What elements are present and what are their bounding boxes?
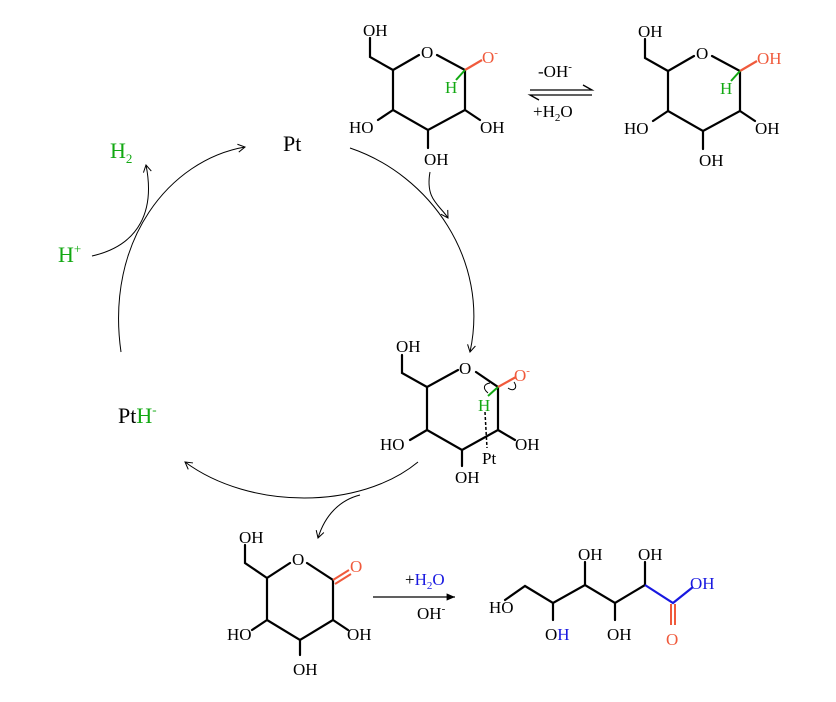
anomeric-h: H: [445, 78, 457, 97]
oh-label: OH: [515, 435, 540, 454]
h2-label: H2: [110, 138, 132, 166]
ring-oxygen: O: [421, 43, 433, 62]
pt-hydride-transfer-intermediate: O OH O- H Pt HO OH OH: [380, 337, 540, 487]
anomeric-h: H: [720, 79, 732, 98]
water-label: +H2O: [405, 570, 445, 592]
carboxyl-oh-label: OH: [690, 574, 715, 593]
pt-surface-label: Pt: [482, 449, 496, 468]
glucose: O OH OH H HO OH OH: [624, 22, 782, 170]
oh-label: OH: [480, 118, 505, 137]
ho-label: HO: [349, 118, 374, 137]
gluconolactone: O OH O HO OH OH: [227, 528, 372, 679]
ring-oxygen: O: [696, 44, 708, 63]
glucose-alkoxide: O OH O- H HO OH OH: [349, 21, 505, 169]
oh-label: OH: [607, 625, 632, 644]
cycle-arrow-right: [349, 147, 476, 353]
deprotonation-equilibrium: -OH- +H2O: [527, 61, 595, 124]
oh-label: OH: [699, 151, 724, 170]
oh-label: OH: [424, 150, 449, 169]
oh-label: OH: [638, 22, 663, 41]
gluconic-acid: HO OH OH OH OH OH O: [489, 545, 715, 649]
ring-oxygen: O: [292, 550, 304, 569]
cycle-arrow-bottom: [184, 461, 419, 499]
anomeric-oh-label: OH: [757, 49, 782, 68]
ho-label: HO: [624, 119, 649, 138]
oh-label: OH: [455, 468, 480, 487]
oh-label: OH: [545, 625, 570, 644]
hydrolysis-step: +H2O OH-: [373, 570, 455, 623]
oh-label: OH: [755, 119, 780, 138]
oh-label: OH: [239, 528, 264, 547]
ring-oxygen: O: [459, 359, 471, 378]
carbonyl-oxygen: O: [666, 630, 678, 649]
product-exit-arrow: [315, 494, 361, 539]
oh-label: OH: [578, 545, 603, 564]
base-label: OH-: [417, 603, 446, 623]
oh-label: OH: [293, 660, 318, 679]
ho-label: HO: [227, 625, 252, 644]
substrate-entry-arrow: [428, 171, 449, 219]
pt-label: Pt: [283, 131, 301, 156]
h-plus-label: H+: [58, 241, 81, 267]
equilibrium-top-label: -OH-: [538, 61, 572, 81]
ho-label: HO: [380, 435, 405, 454]
h2-release-arrow: [91, 164, 152, 257]
pth-label: PtH-: [118, 402, 157, 428]
ho-label: HO: [489, 598, 514, 617]
o-minus-label: O-: [482, 47, 498, 67]
transferring-h: H: [478, 396, 490, 415]
oh-label: OH: [363, 21, 388, 40]
equilibrium-bottom-label: +H2O: [533, 102, 573, 124]
o-minus-label: O-: [514, 365, 530, 385]
cycle-arrow-left: [118, 143, 246, 353]
oh-label: OH: [396, 337, 421, 356]
oh-label: OH: [347, 625, 372, 644]
oh-label: OH: [638, 545, 663, 564]
carbonyl-oxygen: O: [350, 557, 362, 576]
catalytic-cycle: Pt PtH- H+ H2: [58, 131, 476, 539]
